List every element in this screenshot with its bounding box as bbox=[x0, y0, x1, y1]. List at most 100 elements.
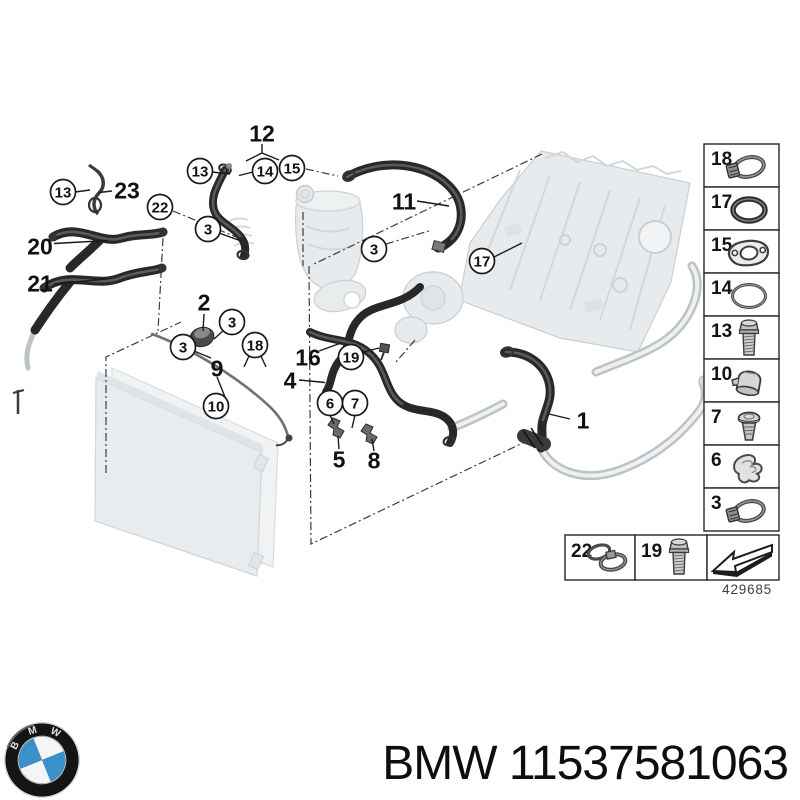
callout-9: 9 bbox=[211, 355, 224, 381]
expansion-tank-ghost bbox=[295, 184, 364, 290]
legend-item-17: 17 bbox=[703, 186, 780, 231]
flange-gasket-icon bbox=[727, 239, 770, 267]
callout-3: 3 bbox=[194, 215, 222, 243]
callout-17: 17 bbox=[468, 247, 496, 275]
part-number: 11537581063 bbox=[508, 737, 789, 790]
callout-13: 13 bbox=[49, 178, 77, 206]
svg-text:23: 23 bbox=[114, 177, 140, 203]
svg-text:14: 14 bbox=[711, 278, 733, 299]
legend-item-18: 18 bbox=[703, 143, 780, 188]
o-ring-thin-icon bbox=[731, 283, 767, 309]
callout-3: 3 bbox=[169, 333, 197, 361]
svg-text:14: 14 bbox=[257, 163, 274, 180]
svg-text:3: 3 bbox=[228, 314, 236, 331]
legend-item-13: 13 bbox=[703, 315, 780, 360]
diagram-number: 429685 bbox=[722, 582, 772, 597]
callout-6: 6 bbox=[316, 389, 344, 417]
svg-text:15: 15 bbox=[711, 235, 733, 256]
callout-7: 7 bbox=[341, 389, 369, 417]
svg-text:3: 3 bbox=[179, 339, 187, 356]
callout-8: 8 bbox=[368, 447, 381, 473]
callout-2: 2 bbox=[198, 289, 211, 315]
clamp-pair-icon bbox=[586, 543, 628, 572]
svg-text:2: 2 bbox=[198, 289, 211, 315]
svg-text:17: 17 bbox=[474, 253, 491, 270]
svg-text:20: 20 bbox=[27, 233, 53, 259]
callout-22: 22 bbox=[146, 193, 174, 221]
engine-block-ghost bbox=[458, 150, 691, 353]
legend-item-14: 14 bbox=[703, 272, 780, 317]
legend-item-10: 10 bbox=[703, 358, 780, 403]
callout-1: 1 bbox=[577, 407, 590, 433]
legend-item-6: 6 bbox=[703, 444, 780, 489]
leader-lines bbox=[53, 144, 571, 452]
svg-text:6: 6 bbox=[711, 450, 722, 471]
callout-3: 3 bbox=[360, 235, 388, 263]
svg-text:18: 18 bbox=[247, 337, 264, 354]
legend-item-19: 19 bbox=[634, 534, 708, 581]
svg-text:21: 21 bbox=[27, 270, 53, 296]
svg-text:15: 15 bbox=[284, 160, 301, 177]
construction-lines bbox=[105, 153, 543, 545]
parts-diagram: 1213141513232232021113172331816194910675… bbox=[12, 120, 780, 597]
legend-item-3: 3 bbox=[703, 487, 780, 532]
svg-text:22: 22 bbox=[152, 199, 169, 216]
svg-text:10: 10 bbox=[711, 364, 732, 385]
callout-4: 4 bbox=[284, 367, 297, 393]
part-number-title: BMW 11537581063 bbox=[382, 736, 789, 791]
sealing-cap-icon bbox=[731, 370, 762, 397]
hose-clamp-icon bbox=[725, 155, 766, 179]
svg-text:3: 3 bbox=[370, 241, 378, 258]
callout-16: 16 bbox=[295, 344, 321, 370]
callout-23: 23 bbox=[114, 177, 140, 203]
o-ring-thick-icon bbox=[730, 196, 768, 224]
coolant-hoses bbox=[30, 160, 555, 453]
svg-text:5: 5 bbox=[333, 446, 346, 472]
logo-letter-B: B bbox=[9, 740, 22, 752]
svg-text:16: 16 bbox=[295, 344, 321, 370]
svg-text:3: 3 bbox=[204, 221, 212, 238]
bmw-quadrants bbox=[17, 735, 67, 785]
svg-text:12: 12 bbox=[249, 120, 275, 146]
callout-10: 10 bbox=[202, 392, 230, 420]
svg-text:13: 13 bbox=[711, 321, 732, 342]
hose-clamp-icon bbox=[725, 499, 766, 523]
logo-letter-M: M bbox=[27, 725, 38, 738]
svg-text:4: 4 bbox=[284, 367, 297, 393]
callout-15: 15 bbox=[278, 154, 306, 182]
svg-text:7: 7 bbox=[351, 395, 359, 412]
callout-11: 11 bbox=[392, 188, 417, 214]
svg-text:10: 10 bbox=[208, 398, 225, 415]
small-hardware bbox=[12, 163, 515, 447]
svg-text:13: 13 bbox=[55, 184, 72, 201]
brand-text: BMW bbox=[382, 737, 497, 790]
direction-arrow-icon bbox=[710, 543, 773, 577]
bolt-icon bbox=[668, 538, 690, 575]
svg-text:8: 8 bbox=[368, 447, 381, 473]
legend-item-arrow bbox=[706, 534, 780, 581]
callout-20: 20 bbox=[27, 233, 53, 259]
screw-plug-icon bbox=[737, 411, 761, 441]
svg-text:1: 1 bbox=[577, 407, 590, 433]
radiator-ghost bbox=[94, 367, 279, 577]
svg-text:19: 19 bbox=[343, 349, 360, 366]
svg-text:11: 11 bbox=[392, 188, 417, 214]
svg-text:6: 6 bbox=[326, 395, 334, 412]
callout-14: 14 bbox=[251, 157, 279, 185]
svg-text:3: 3 bbox=[711, 493, 722, 514]
legend-item-15: 15 bbox=[703, 229, 780, 274]
svg-text:17: 17 bbox=[711, 192, 732, 213]
callout-21: 21 bbox=[27, 270, 53, 296]
callout-18: 18 bbox=[241, 331, 269, 359]
svg-text:19: 19 bbox=[641, 541, 662, 562]
legend-item-7: 7 bbox=[703, 401, 780, 446]
callout-19: 19 bbox=[337, 343, 365, 371]
callout-13: 13 bbox=[186, 157, 214, 185]
callout-5: 5 bbox=[333, 446, 346, 472]
callout-12: 12 bbox=[249, 120, 275, 146]
bolt-icon bbox=[738, 319, 760, 356]
svg-text:9: 9 bbox=[211, 355, 224, 381]
